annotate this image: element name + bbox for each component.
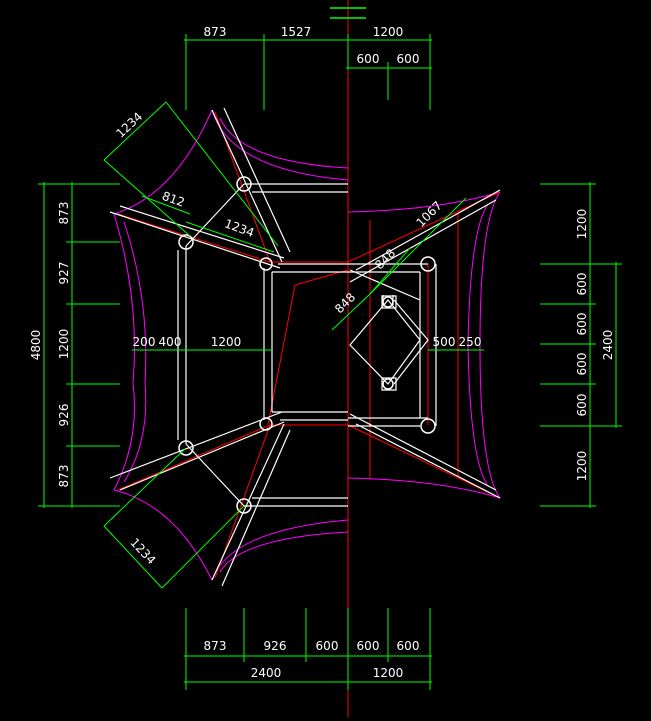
dim-right-1200a: 1200	[575, 209, 589, 240]
dim-bottom-873: 873	[204, 639, 227, 653]
dim-left-927: 927	[57, 262, 71, 285]
dim-top-600a: 600	[357, 52, 380, 66]
post-inner-bottom	[259, 417, 273, 431]
post-right-inner-top	[382, 296, 394, 308]
dim-mid-500: 500	[433, 335, 456, 349]
post-left-upper	[178, 234, 194, 250]
post-left-lower	[178, 440, 194, 456]
dim-bottom-2400: 2400	[251, 666, 282, 680]
dim-left-1200: 1200	[57, 329, 71, 360]
dim-bottom-1200: 1200	[373, 666, 404, 680]
dim-right-600b: 600	[575, 313, 589, 336]
post-right-bottom	[420, 418, 436, 434]
post-right-inner-bottom	[382, 378, 394, 390]
dim-left-873a: 873	[57, 202, 71, 225]
dim-top-1527: 1527	[281, 25, 312, 39]
structure-frame	[109, 107, 501, 587]
dim-right-600a: 600	[575, 273, 589, 296]
dim-top-873: 873	[204, 25, 227, 39]
post-right-top	[420, 256, 436, 272]
dim-mid-200: 200	[133, 335, 156, 349]
post-top-left	[236, 176, 252, 192]
dim-diag-812: 812	[160, 189, 186, 210]
dim-bottom-600b: 600	[357, 639, 380, 653]
dim-bottom-600a: 600	[316, 639, 339, 653]
posts	[178, 176, 436, 514]
dim-left-926: 926	[57, 404, 71, 427]
dim-diag-1234-bottom: 1234	[127, 535, 158, 567]
dim-mid-1200: 1200	[211, 335, 242, 349]
dim-diag-848a: 848	[372, 246, 398, 272]
post-inner-top	[259, 257, 273, 271]
dim-bottom-926: 926	[264, 639, 287, 653]
dim-right-2400: 2400	[601, 330, 615, 361]
dim-bottom-600c: 600	[397, 639, 420, 653]
dimension-lines	[38, 34, 622, 690]
dim-left-873b: 873	[57, 465, 71, 488]
center-axis	[330, 0, 366, 717]
dim-diag-1067: 1067	[413, 198, 444, 229]
dim-top-1200: 1200	[373, 25, 404, 39]
dim-left-4800: 4800	[29, 330, 43, 361]
dim-right-1200b: 1200	[575, 451, 589, 482]
dim-top-600b: 600	[397, 52, 420, 66]
dimension-labels: 873 1527 1200 600 600 4800 873 927 1200 …	[29, 25, 615, 680]
post-bottom-left	[236, 498, 252, 514]
dim-right-600c: 600	[575, 353, 589, 376]
dim-right-600d: 600	[575, 394, 589, 417]
dim-mid-400: 400	[159, 335, 182, 349]
dim-diag-848b: 848	[332, 290, 358, 316]
dim-mid-250: 250	[459, 335, 482, 349]
